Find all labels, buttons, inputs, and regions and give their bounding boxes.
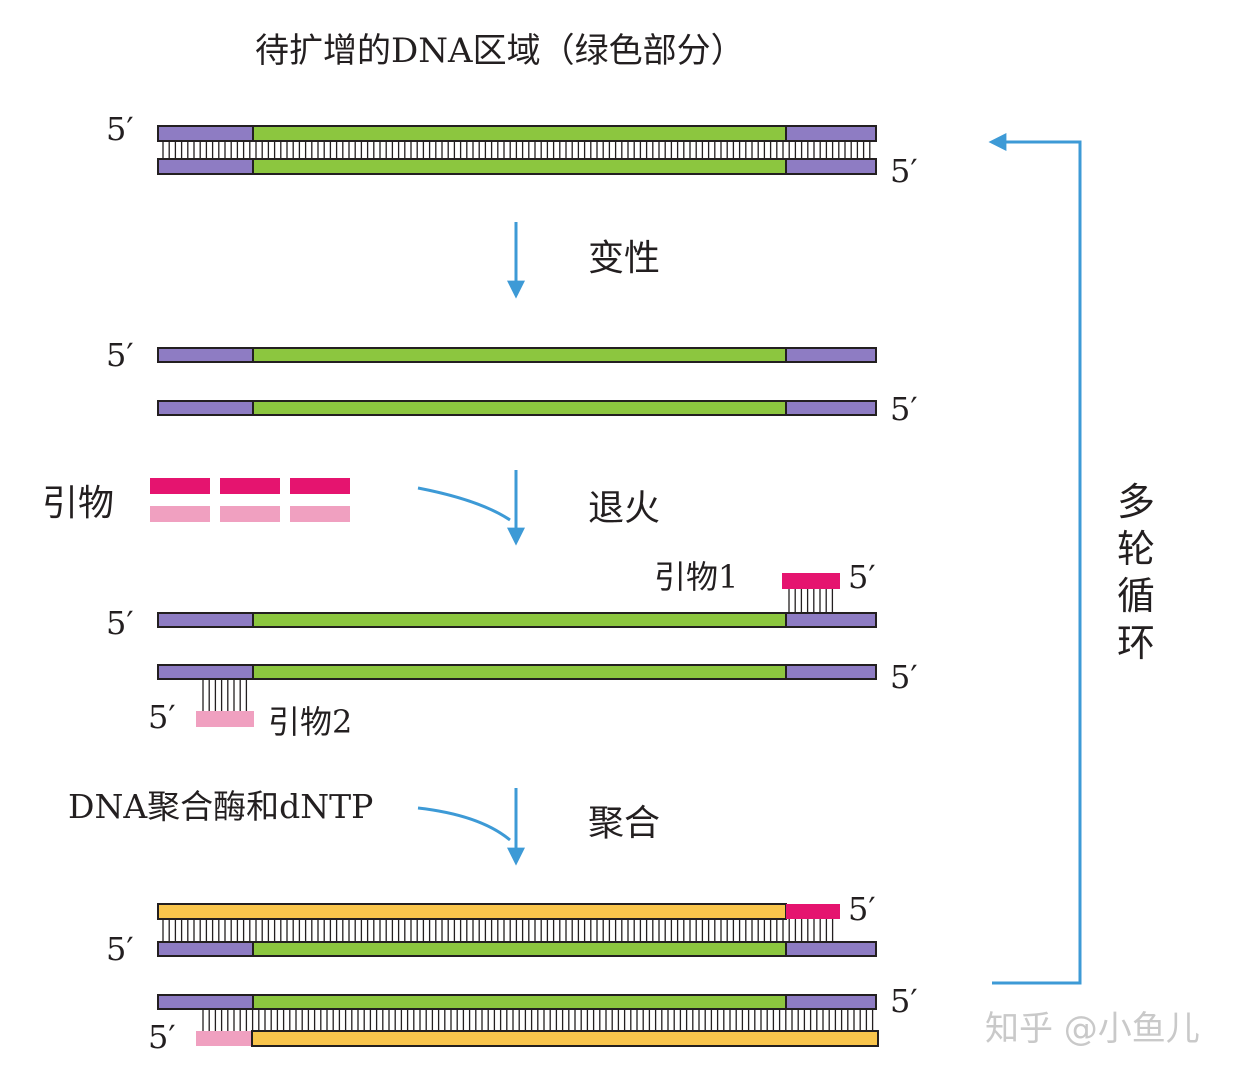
five-prime-label: 5′ (148, 1018, 176, 1056)
five-prime-label: 5′ (848, 558, 876, 596)
primer2-swatch (290, 506, 350, 522)
primer2-swatch (150, 506, 210, 522)
strand-bottom (157, 158, 877, 175)
flank-segment (157, 664, 254, 680)
base-pair-rungs (162, 919, 834, 942)
flank-segment (785, 125, 877, 142)
flank-segment (157, 400, 254, 416)
single-strand-top (157, 347, 877, 363)
target-segment (252, 994, 787, 1010)
base-pair-rungs (202, 1009, 874, 1031)
five-prime-label: 5′ (890, 982, 918, 1020)
flank-segment (785, 612, 877, 628)
flank-segment (157, 158, 254, 175)
cycle-label-char: 轮 (1117, 527, 1155, 571)
target-segment (252, 612, 787, 628)
diagram-title: 待扩增的DNA区域（绿色部分） (255, 31, 745, 71)
primer2-swatch (220, 506, 280, 522)
five-prime-label: 5′ (106, 110, 134, 148)
strand-top (157, 125, 877, 142)
target-segment (252, 664, 787, 680)
step-label-denature: 变性 (588, 238, 660, 279)
template-strand-top (157, 612, 877, 628)
cycle-return-line (988, 133, 1082, 985)
flank-segment (785, 941, 877, 957)
primer1-swatch (150, 478, 210, 494)
five-prime-label: 5′ (890, 658, 918, 696)
primer1-swatch (290, 478, 350, 494)
cycle-arrow (988, 133, 1082, 985)
primers-label: 引物 (42, 483, 114, 524)
target-segment (252, 941, 787, 957)
target-segment (252, 158, 787, 175)
five-prime-label: 5′ (890, 152, 918, 190)
five-prime-label: 5′ (106, 604, 134, 642)
new-strand-bottom (196, 1030, 879, 1047)
primer2 (196, 1031, 252, 1046)
stage-denatured: 5′ 5′ (106, 336, 918, 428)
template-strand-bottom (157, 664, 877, 680)
template-strand-bottom (157, 994, 877, 1010)
base-pair-rungs (162, 141, 871, 159)
new-strand-top (157, 903, 840, 920)
flank-segment (157, 125, 254, 142)
new-strand-segment (157, 903, 787, 920)
flank-segment (785, 347, 877, 363)
stage-initial: 5′ 5′ (106, 110, 918, 190)
step-label-extend: 聚合 (588, 803, 660, 844)
stage-extended: 5′ 5′ 5′ 5′ (106, 890, 918, 1056)
cycle-label-char: 多 (1117, 480, 1155, 524)
five-prime-label: 5′ (848, 890, 876, 928)
flank-segment (157, 612, 254, 628)
five-prime-label: 5′ (106, 930, 134, 968)
cycle-label-char: 环 (1117, 621, 1155, 665)
flank-segment (785, 158, 877, 175)
primer1-base-pairs (788, 589, 834, 613)
primer1-swatch (220, 478, 280, 494)
flank-segment (785, 400, 877, 416)
new-strand-segment (251, 1030, 879, 1047)
primer1 (782, 573, 840, 589)
target-segment (252, 347, 787, 363)
flank-segment (157, 347, 254, 363)
five-prime-label: 5′ (106, 336, 134, 374)
polymerase-curve-arrow (417, 806, 511, 842)
primer-curve-arrow (417, 486, 511, 522)
watermark: 知乎 @小鱼儿 (985, 1009, 1200, 1049)
flank-segment (157, 994, 254, 1010)
primer1 (786, 904, 840, 919)
five-prime-label: 5′ (890, 390, 918, 428)
flank-segment (785, 994, 877, 1010)
cycle-label-char: 循 (1117, 574, 1155, 618)
flank-segment (785, 664, 877, 680)
primer1-label: 引物1 (654, 558, 738, 596)
primers-legend: 引物 (42, 478, 350, 524)
primer2-base-pairs (202, 679, 248, 711)
five-prime-label: 5′ (148, 698, 176, 736)
flank-segment (157, 941, 254, 957)
template-strand-top (157, 941, 877, 957)
step-label-anneal: 退火 (588, 488, 660, 529)
target-segment (252, 400, 787, 416)
target-segment (252, 125, 787, 142)
primer2 (196, 711, 254, 727)
single-strand-bottom (157, 400, 877, 416)
primer2-label: 引物2 (268, 703, 352, 741)
polymerase-label: DNA聚合酶和dNTP (68, 787, 373, 826)
stage-annealed: 引物1 5′ 5′ 5′ 5′ 引物2 (106, 558, 918, 741)
